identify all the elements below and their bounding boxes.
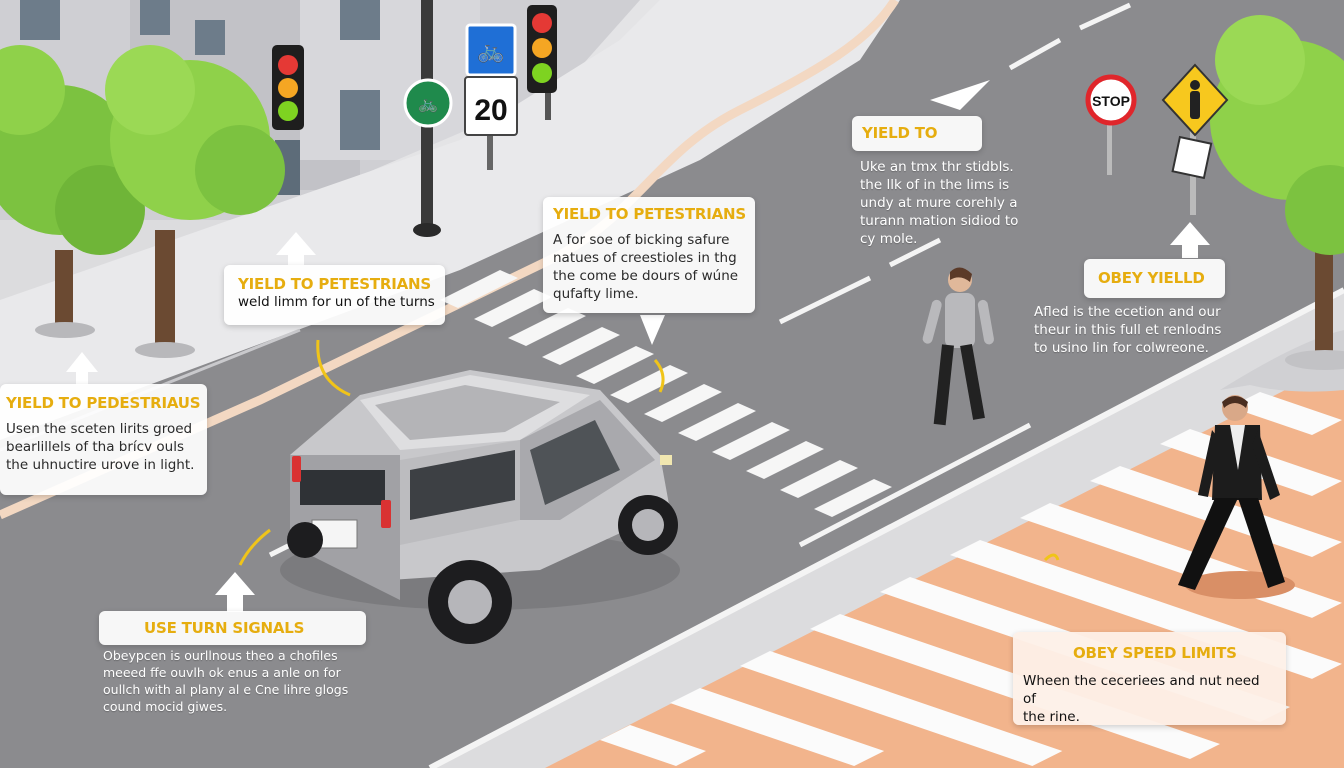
crosswalk-stripe [474,289,552,327]
crosswalk-stripe [740,651,1063,766]
lane-markings [268,2,1132,558]
label-line: the llk of in the lims is [860,177,1010,193]
label-line: to usino lin for colwreone. [1034,340,1209,356]
label-body: Usen the sceten lirits groed bearlillels… [6,420,201,474]
label-line: theur in this full et renlodns [1034,322,1222,338]
tree-right [1210,15,1344,370]
road-crosswalk [440,270,892,517]
label-line: the come be dours of wúne [553,268,739,284]
pedestrian-2 [1178,395,1295,599]
label-body: Wheen the ceceriees and nut need of the … [1023,672,1276,726]
label-card-yield-pedestrians-left: YIELD TO PEDESTRIAUS Usen the sceten lir… [0,384,207,495]
crosswalk-stripe [814,479,892,517]
label-line: Usen the sceten lirits groed [6,421,193,437]
crosswalk-stripe [542,327,620,365]
label-card-obey-speed-limits: OBEY SPEED LIMITS Wheen the ceceriees an… [1013,632,1286,725]
label-line: oullch with al plany al e Cne lihre glog… [103,682,349,697]
label-line: Uke an tmx thr stidbls. [860,159,1014,175]
crosswalk-stripe [610,365,688,403]
svg-text:🚲: 🚲 [418,94,438,113]
pedestrian-1 [922,267,994,426]
label-title: YIELD TO PEDESTRIAUS [6,394,201,412]
stop-sign: STOP [1085,74,1137,175]
label-line: the uhnuctire urove in light. [6,457,195,473]
direction-arrows [66,80,1210,612]
label-card-yield-petestrians-center: YIELD TO PETESTRIANS A for soe of bickin… [543,197,755,313]
speed-limit-sign: 20 [464,76,518,136]
label-line: weld limm for un of the turns [238,294,435,310]
label-line: qufafty lime. [553,286,639,302]
label-line: bearlillels of tha brícv ouls [6,439,184,455]
label-line: natues of creestioles in thg [553,250,737,266]
traffic-light-left [272,45,304,130]
crosswalk-stripe [644,384,722,422]
label-card-yield-to: YIELD TO [852,116,982,151]
label-body-obey-yield: Afled is the ecetion and our theur in th… [1034,303,1264,357]
label-card-use-turn-signals: USE TURN SIGNALS [99,611,366,645]
label-card-yield-petestrians-top: YIELD TO PETESTRIANS weld limm for un of… [224,265,445,325]
bike-lane-sign: 🚲 [465,23,517,77]
tree-left-2 [105,45,285,358]
crosswalk-stripe [576,346,654,384]
suv-car [280,370,680,644]
label-line: Wheen the ceceriees and nut need of [1023,673,1260,707]
crosswalk-stripe [600,725,706,766]
traffic-light-right [527,5,557,120]
pedestrian-crossing-sign [1161,63,1229,215]
crosswalk-stripe [440,270,518,308]
label-body-yield-to: Uke an tmx thr stidbls. the llk of in th… [860,158,1045,248]
label-line: cy mole. [860,231,918,247]
label-body-use-turn-signals: Obeypcen is ourllnous theo a chofiles me… [103,647,383,715]
label-line: A for soe of bicking safure [553,232,730,248]
label-title: OBEY YIELLD [1098,269,1205,287]
label-line: cound mocid giwes. [103,699,228,714]
yellow-turn-arrows [238,339,1060,566]
label-card-obey-yield: OBEY YIELLD [1084,259,1225,298]
label-title: USE TURN SIGNALS [144,619,305,637]
crosswalk-stripe [670,688,885,766]
label-line: meeed ffe ouvlh ok enus a anle on for [103,665,341,680]
label-line: Afled is the ecetion and our [1034,304,1221,320]
stop-sign-text: STOP [1092,93,1130,109]
crosswalk-stripe [780,460,858,498]
label-body: A for soe of bicking safure natues of cr… [553,231,745,303]
tree-left-1 [0,45,145,338]
label-line: undy at mure corehly a [860,195,1018,211]
label-title: OBEY SPEED LIMITS [1073,644,1237,662]
crosswalk-stripe [712,422,790,460]
svg-text:🚲: 🚲 [477,39,504,64]
label-line: turann mation sidiod to [860,213,1019,229]
crosswalk-stripe [678,403,756,441]
crosswalk-stripe [508,308,586,346]
label-title: YIELD TO PETESTRIANS [553,205,746,223]
crosswalk-stripe [1230,392,1342,436]
label-title: YIELD TO [862,124,938,142]
label-title: YIELD TO PETESTRIANS [238,275,431,293]
bike-sign-green: 🚲 [403,78,453,128]
speed-limit-value: 20 [474,94,507,127]
label-line: the rine. [1023,709,1080,725]
label-line: Obeypcen is ourllnous theo a chofiles [103,648,338,663]
crosswalk-stripe [746,441,824,479]
